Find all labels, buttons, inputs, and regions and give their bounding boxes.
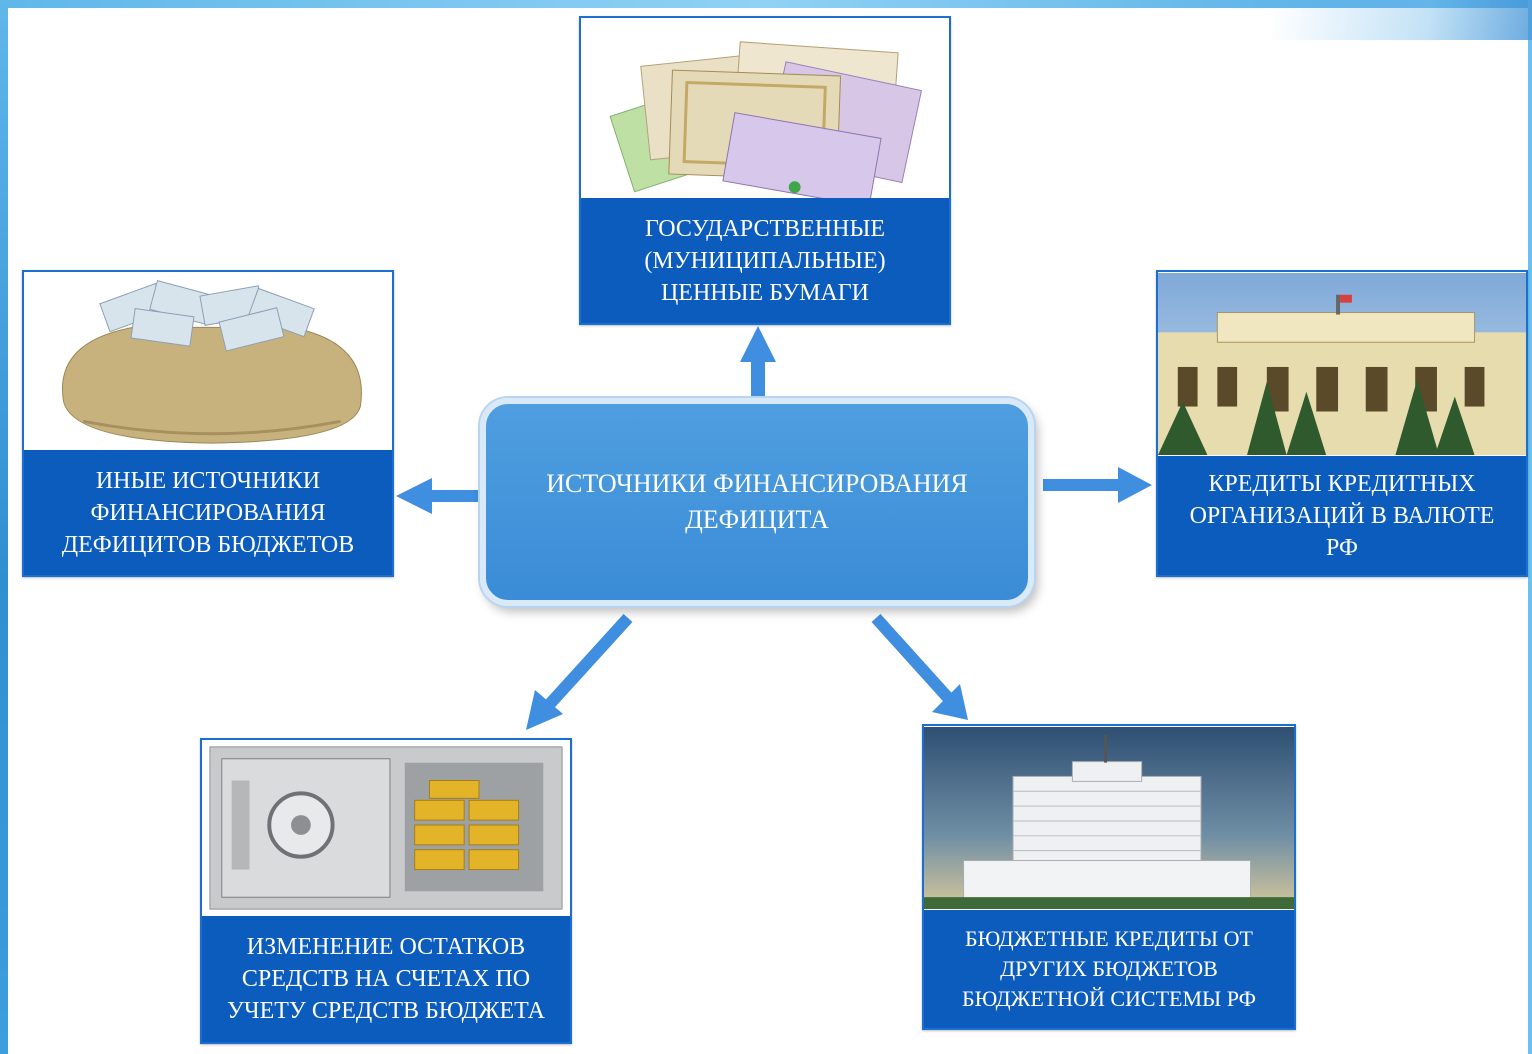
frame-top-border	[0, 0, 1532, 8]
arrow-down-right-shaft	[871, 613, 955, 705]
money-bag-image	[24, 272, 392, 450]
node-securities: ГОСУДАРСТВЕННЫЕ (МУНИЦИПАЛЬНЫЕ) ЦЕННЫЕ Б…	[579, 16, 951, 325]
securities-label: ГОСУДАРСТВЕННЫЕ (МУНИЦИПАЛЬНЫЕ) ЦЕННЫЕ Б…	[644, 215, 886, 306]
balance-change-label: ИЗМЕНЕНИЕ ОСТАТКОВ СРЕДСТВ НА СЧЕТАХ ПО …	[227, 934, 545, 1024]
central-bank-building-image	[1158, 272, 1526, 456]
node-balance-change: ИЗМЕНЕНИЕ ОСТАТКОВ СРЕДСТВ НА СЧЕТАХ ПО …	[200, 738, 572, 1044]
other-sources-label: ИНЫЕ ИСТОЧНИКИ ФИНАНСИРОВАНИЯ ДЕФИЦИТОВ …	[61, 467, 355, 558]
government-building-image	[924, 726, 1294, 910]
arrow-down-right-head	[932, 684, 968, 720]
arrow-up	[740, 326, 776, 398]
frame-right-border	[1528, 0, 1532, 1054]
arrow-down-left-shaft	[543, 613, 633, 711]
vault-gold-image	[202, 740, 570, 916]
securities-certificates-image	[581, 18, 949, 198]
node-other-sources: ИНЫЕ ИСТОЧНИКИ ФИНАНСИРОВАНИЯ ДЕФИЦИТОВ …	[22, 270, 394, 577]
arrow-right	[1043, 467, 1152, 503]
node-budget-credits: БЮДЖЕТНЫЕ КРЕДИТЫ ОТ ДРУГИХ БЮДЖЕТОВ БЮД…	[922, 724, 1296, 1030]
node-bank-credits: КРЕДИТЫ КРЕДИТНЫХ ОРГАНИЗАЦИЙ В ВАЛЮТЕ Р…	[1156, 270, 1528, 577]
arrow-left	[396, 478, 478, 514]
bank-credits-label: КРЕДИТЫ КРЕДИТНЫХ ОРГАНИЗАЦИЙ В ВАЛЮТЕ Р…	[1189, 470, 1495, 561]
arrow-down-left-head	[526, 690, 563, 730]
corner-swirl-decoration	[1272, 0, 1532, 40]
frame-left-border	[0, 0, 8, 1054]
center-node: ИСТОЧНИКИ ФИНАНСИРОВАНИЯ ДЕФИЦИТА	[480, 398, 1034, 606]
budget-credits-label: БЮДЖЕТНЫЕ КРЕДИТЫ ОТ ДРУГИХ БЮДЖЕТОВ БЮД…	[962, 926, 1256, 1011]
